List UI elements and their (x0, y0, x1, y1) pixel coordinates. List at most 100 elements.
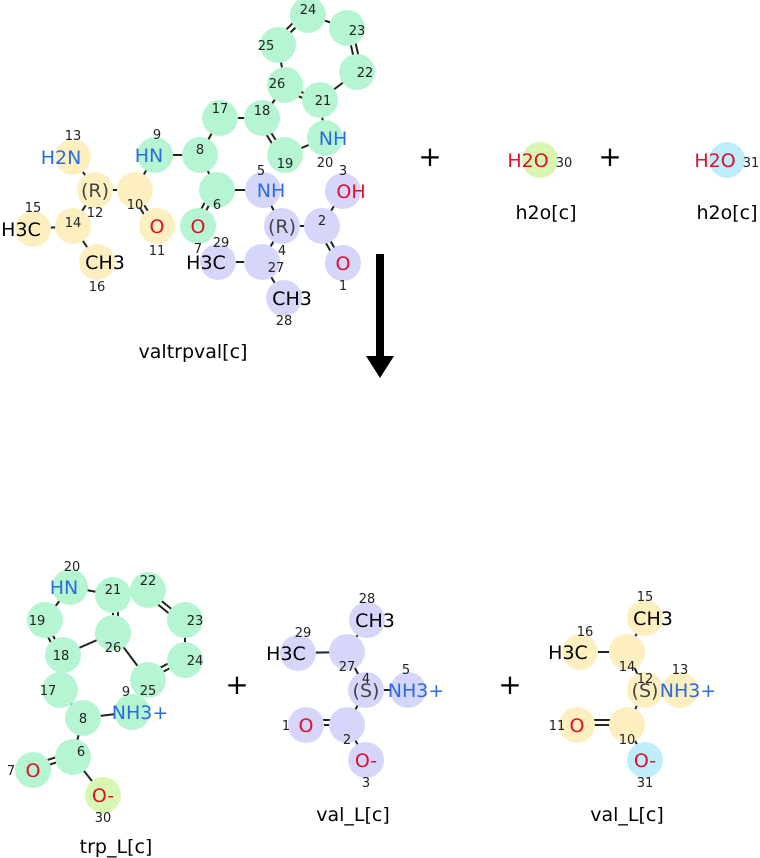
atom-index: 10 (619, 733, 636, 748)
atom-index: 4 (278, 244, 286, 259)
atom-highlight (264, 208, 300, 244)
atom-label: CH3 (355, 610, 395, 632)
atom-index: 11 (549, 719, 566, 734)
plus-sign: + (498, 668, 521, 701)
atom-highlight (325, 173, 361, 209)
atom-label: O- (355, 750, 377, 772)
atom-highlight (139, 208, 175, 244)
atom-label: O- (634, 750, 656, 772)
atom-highlight (339, 54, 375, 90)
atom-index: 20 (317, 156, 334, 171)
molecule-name: val_L[c] (590, 804, 664, 826)
atom-index: 6 (213, 198, 221, 213)
atom-highlight (137, 137, 173, 173)
atom-index: 11 (149, 244, 166, 259)
atom-index: 15 (25, 201, 42, 216)
atom-index: 6 (77, 745, 85, 760)
atom-label: (R) (268, 216, 296, 238)
atom-index: 16 (577, 625, 594, 640)
atom-index: 27 (339, 660, 356, 675)
atom-label: NH (319, 128, 348, 150)
atom-highlight (709, 142, 745, 178)
atom-index: 8 (79, 712, 87, 727)
atom-highlight (329, 707, 365, 743)
atom-highlight (200, 244, 236, 280)
atom-highlight (199, 172, 235, 208)
molecule-name: valtrpval[c] (139, 341, 248, 363)
atom-highlight (77, 172, 113, 208)
atom-index: 7 (194, 242, 202, 257)
molecule-name: h2o[c] (515, 202, 576, 224)
atom-label: O (570, 715, 585, 737)
atom-index: 15 (637, 590, 654, 605)
atom-highlight (307, 120, 343, 156)
atom-highlight (55, 208, 91, 244)
atom-label: H3C (1, 219, 41, 241)
atom-highlight (55, 739, 91, 775)
atom-highlight (130, 662, 166, 698)
atom-highlight (627, 672, 663, 708)
atom-index: 18 (254, 104, 271, 119)
atom-label: O (191, 216, 206, 238)
plus-sign: + (225, 668, 248, 701)
atom-index: 9 (153, 128, 161, 143)
atom-index: 31 (637, 776, 654, 791)
atom-label: O (150, 216, 165, 238)
atom-highlight (182, 137, 218, 173)
atom-index: 12 (637, 672, 654, 687)
atom-highlight (627, 600, 663, 636)
atom-highlight (65, 700, 101, 736)
atom-index: 31 (743, 156, 760, 171)
molecule-name: h2o[c] (696, 202, 757, 224)
atom-highlight (167, 642, 203, 678)
atom-highlight (280, 635, 316, 671)
atom-index: 3 (362, 776, 370, 791)
atom-index: 26 (269, 77, 286, 92)
atom-index: 2 (343, 733, 351, 748)
atom-index: 13 (65, 129, 82, 144)
atom-label: OH (336, 181, 365, 203)
atom-label: NH3+ (112, 702, 169, 724)
atom-label: NH3+ (388, 680, 445, 702)
atom-index: 22 (357, 66, 374, 81)
atom-index: 7 (7, 764, 15, 779)
plus-sign: + (418, 140, 441, 173)
atom-index: 22 (140, 574, 157, 589)
atom-label: O- (92, 785, 114, 807)
atom-label: CH3 (633, 608, 673, 630)
atom-index: 16 (89, 280, 106, 295)
atom-index: 30 (556, 156, 573, 171)
atom-index: 23 (349, 24, 366, 39)
atom-index: 24 (187, 654, 204, 669)
atom-index: 4 (362, 672, 370, 687)
atom-highlight (302, 82, 338, 118)
atom-index: 21 (105, 583, 122, 598)
atom-label: (R) (81, 180, 109, 202)
atom-highlight (267, 137, 303, 173)
atom-index: 2 (318, 214, 326, 229)
atom-index: 19 (29, 614, 46, 629)
molecule-name: trp_L[c] (80, 836, 153, 858)
atom-label: H3C (186, 252, 226, 274)
atom-index: 29 (295, 626, 312, 641)
atom-highlight (348, 672, 384, 708)
atom-label: H3C (548, 642, 588, 664)
atom-label: NH3+ (660, 680, 717, 702)
atom-highlight (180, 208, 216, 244)
atom-label: HN (50, 577, 79, 599)
atom-index: 1 (339, 279, 347, 294)
atom-index: 28 (276, 314, 293, 329)
atom-label: (S) (632, 680, 659, 702)
atom-index: 3 (339, 164, 347, 179)
atom-index: 18 (53, 649, 70, 664)
atom-index: 29 (213, 236, 230, 251)
atom-highlight (266, 280, 302, 316)
atom-highlight (52, 569, 88, 605)
atom-highlight (609, 707, 645, 743)
atom-index: 25 (258, 39, 275, 54)
atom-label: H3C (266, 643, 306, 665)
atom-highlight (79, 244, 115, 280)
